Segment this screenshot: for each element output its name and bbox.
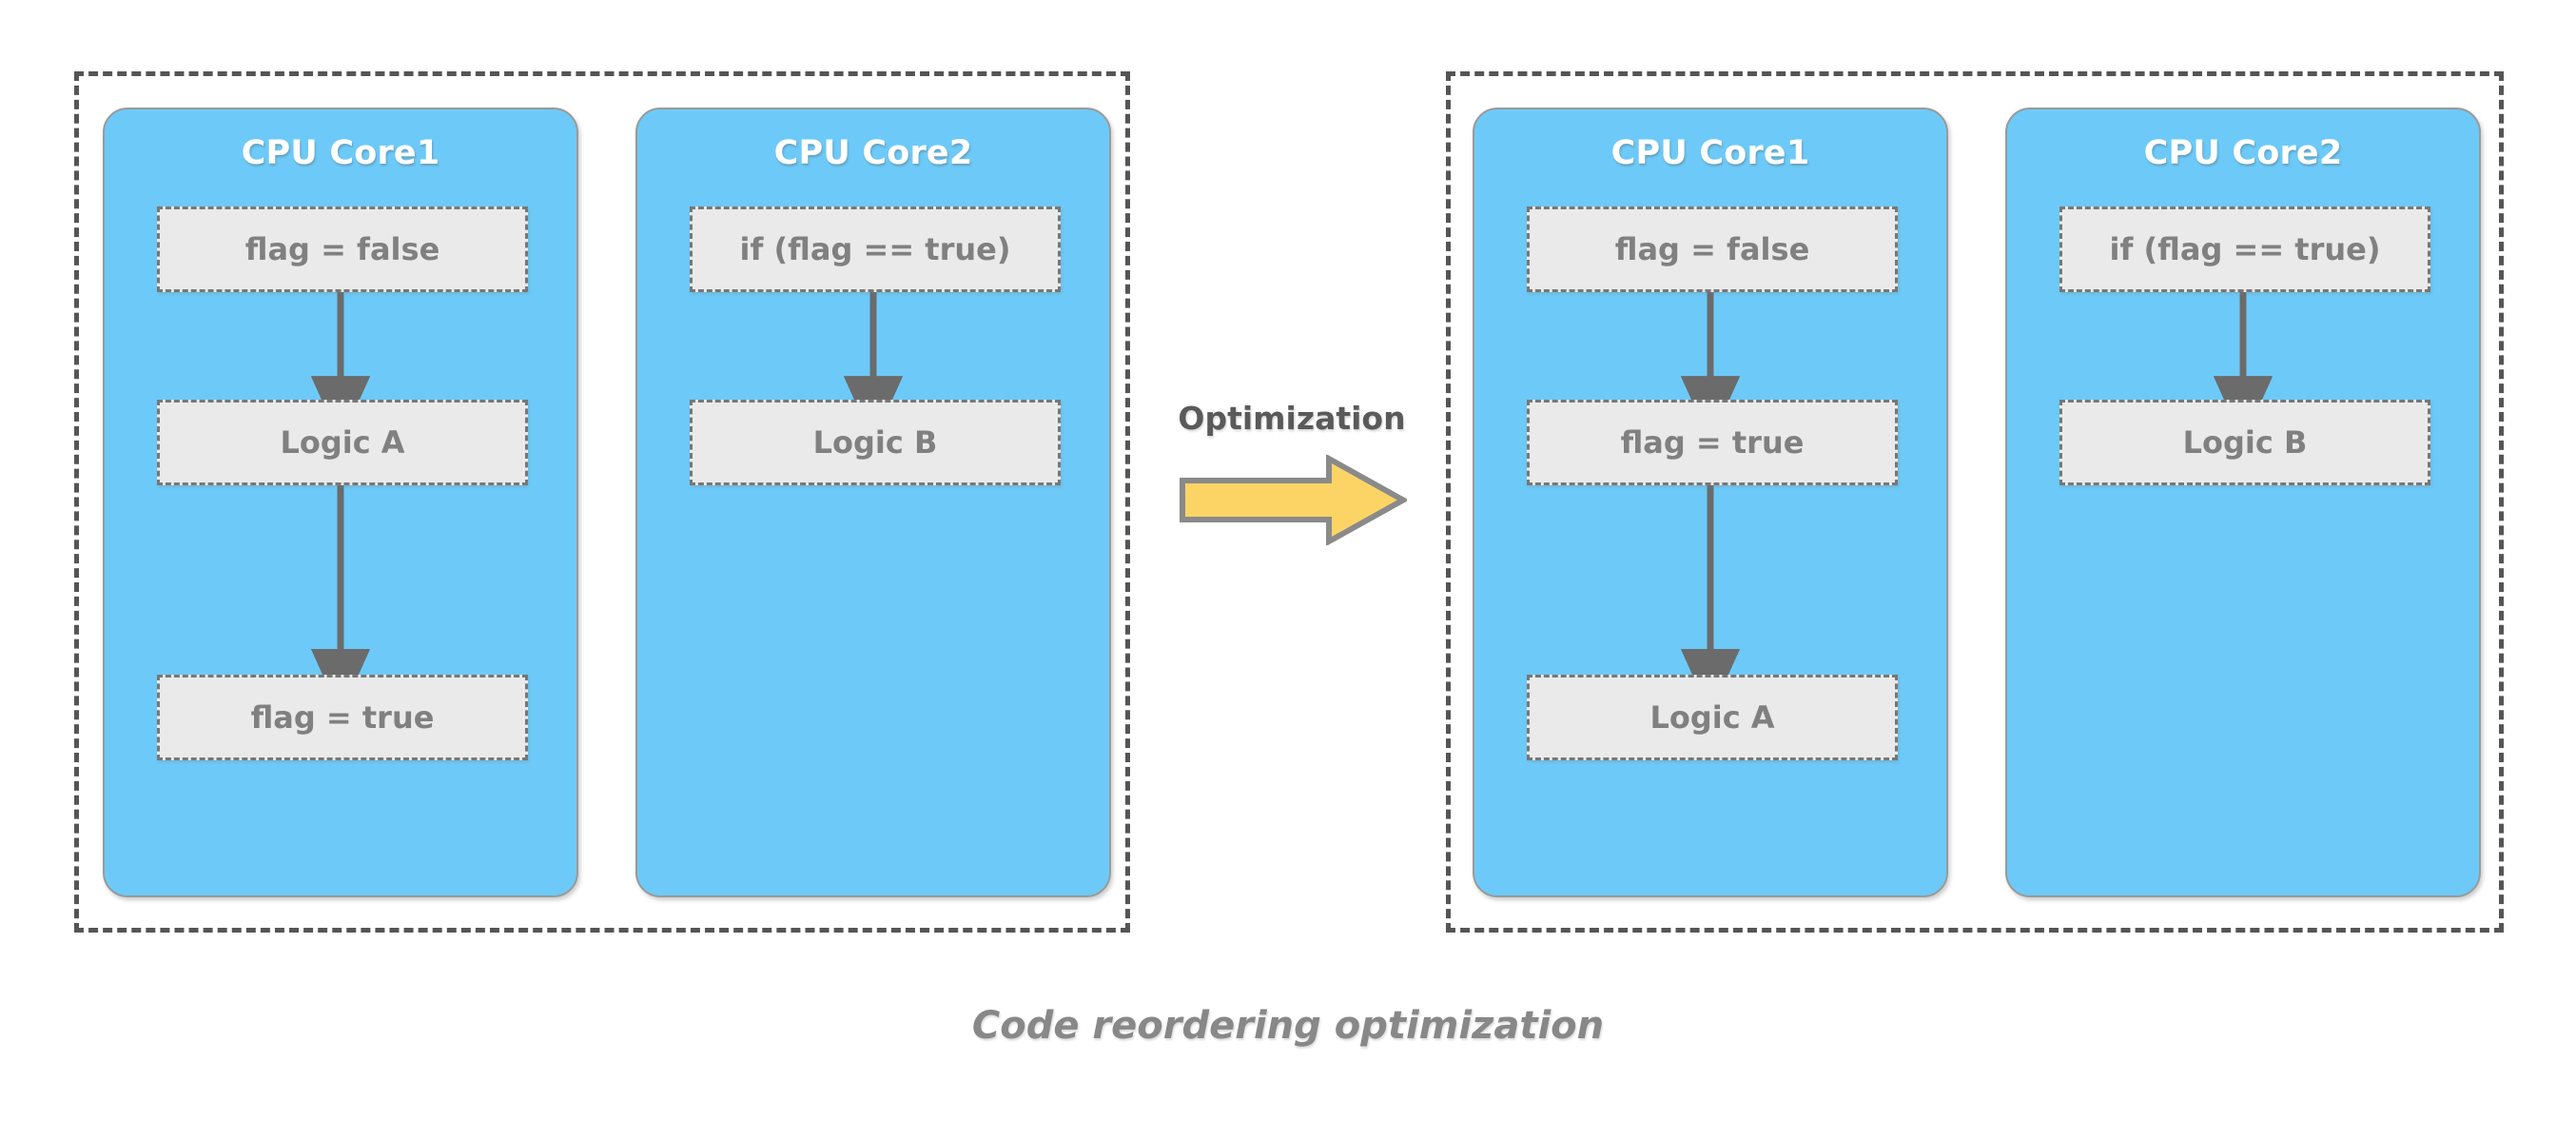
cpu-core-panel[interactable]: CPU Core1 flag = false flag = true Logic… bbox=[1473, 108, 1948, 897]
statement-box[interactable]: Logic A bbox=[157, 400, 528, 485]
statement-box[interactable]: if (flag == true) bbox=[690, 206, 1061, 292]
cpu-core-title: CPU Core1 bbox=[241, 134, 440, 172]
figure-caption: Code reordering optimization bbox=[971, 1004, 1605, 1048]
optimization-transition: Optimization bbox=[1159, 400, 1425, 552]
right-arrow-icon bbox=[1180, 455, 1407, 545]
statement-box[interactable]: Logic B bbox=[690, 400, 1061, 485]
statement-box[interactable]: flag = false bbox=[157, 206, 528, 292]
cpu-core-title: CPU Core1 bbox=[1610, 134, 1810, 172]
cpu-core-panel[interactable]: CPU Core2 if (flag == true) Logic B bbox=[2005, 108, 2481, 897]
statement-box[interactable]: Logic B bbox=[2059, 400, 2430, 485]
cpu-core-title: CPU Core2 bbox=[2143, 134, 2343, 172]
statement-box[interactable]: flag = true bbox=[157, 675, 528, 760]
cpu-core-title: CPU Core2 bbox=[773, 134, 973, 172]
statement-box[interactable]: if (flag == true) bbox=[2059, 206, 2430, 292]
optimization-label: Optimization bbox=[1178, 400, 1406, 437]
statement-box[interactable]: Logic A bbox=[1527, 675, 1898, 760]
cpu-core-panel[interactable]: CPU Core1 flag = false Logic A flag = tr… bbox=[103, 108, 578, 897]
cpu-core-panel[interactable]: CPU Core2 if (flag == true) Logic B bbox=[635, 108, 1111, 897]
before-optimization-group bbox=[74, 71, 1130, 933]
statement-box[interactable]: flag = false bbox=[1527, 206, 1898, 292]
statement-box[interactable]: flag = true bbox=[1527, 400, 1898, 485]
after-optimization-group bbox=[1446, 71, 2504, 933]
